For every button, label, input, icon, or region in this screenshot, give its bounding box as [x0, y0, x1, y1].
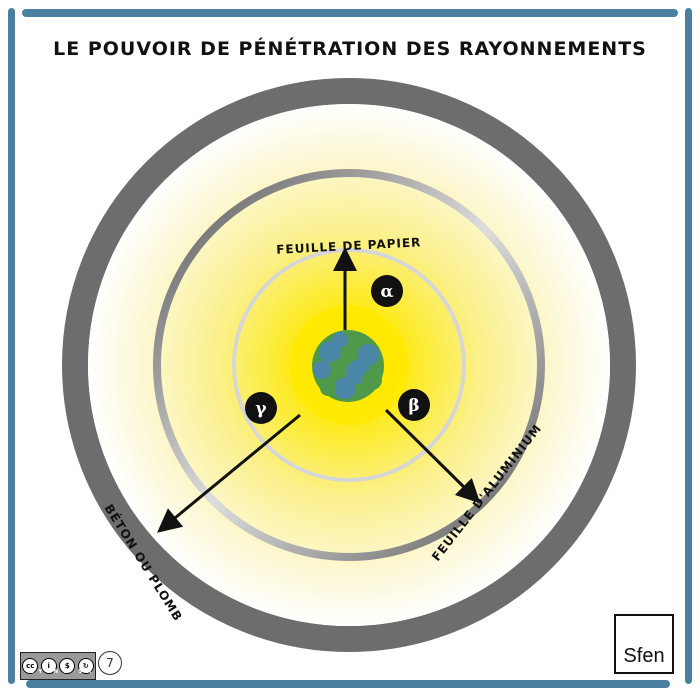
frame-border-right	[685, 8, 692, 684]
cc-icon: cc	[22, 658, 39, 674]
gamma-badge: γ	[245, 392, 277, 424]
nc-icon: $	[59, 658, 76, 674]
beta-arrow	[384, 408, 481, 504]
by-icon: i	[40, 658, 57, 674]
sa-icon: ↻	[77, 658, 94, 674]
frame-border-bottom	[26, 680, 670, 688]
beta-badge: β	[398, 389, 430, 421]
sfen-logo: Sfen	[614, 614, 674, 674]
concrete-ring	[62, 78, 636, 652]
svg-text:α: α	[380, 282, 393, 302]
nucleus	[312, 330, 384, 402]
alpha-badge: α	[371, 275, 403, 307]
svg-text:γ: γ	[255, 399, 267, 419]
license-labels: BY NC SA	[30, 669, 96, 675]
svg-text:β: β	[408, 396, 419, 416]
frame-border-left	[8, 8, 15, 684]
creative-commons-icon: cc i $ ↻	[20, 652, 96, 680]
author-signature-icon: 7	[98, 651, 122, 675]
frame-border-top	[22, 9, 678, 17]
gamma-arrow	[157, 413, 301, 533]
aluminium-ring	[153, 169, 545, 561]
page-title: LE POUVOIR DE PÉNÉTRATION DES RAYONNEMEN…	[53, 38, 647, 60]
